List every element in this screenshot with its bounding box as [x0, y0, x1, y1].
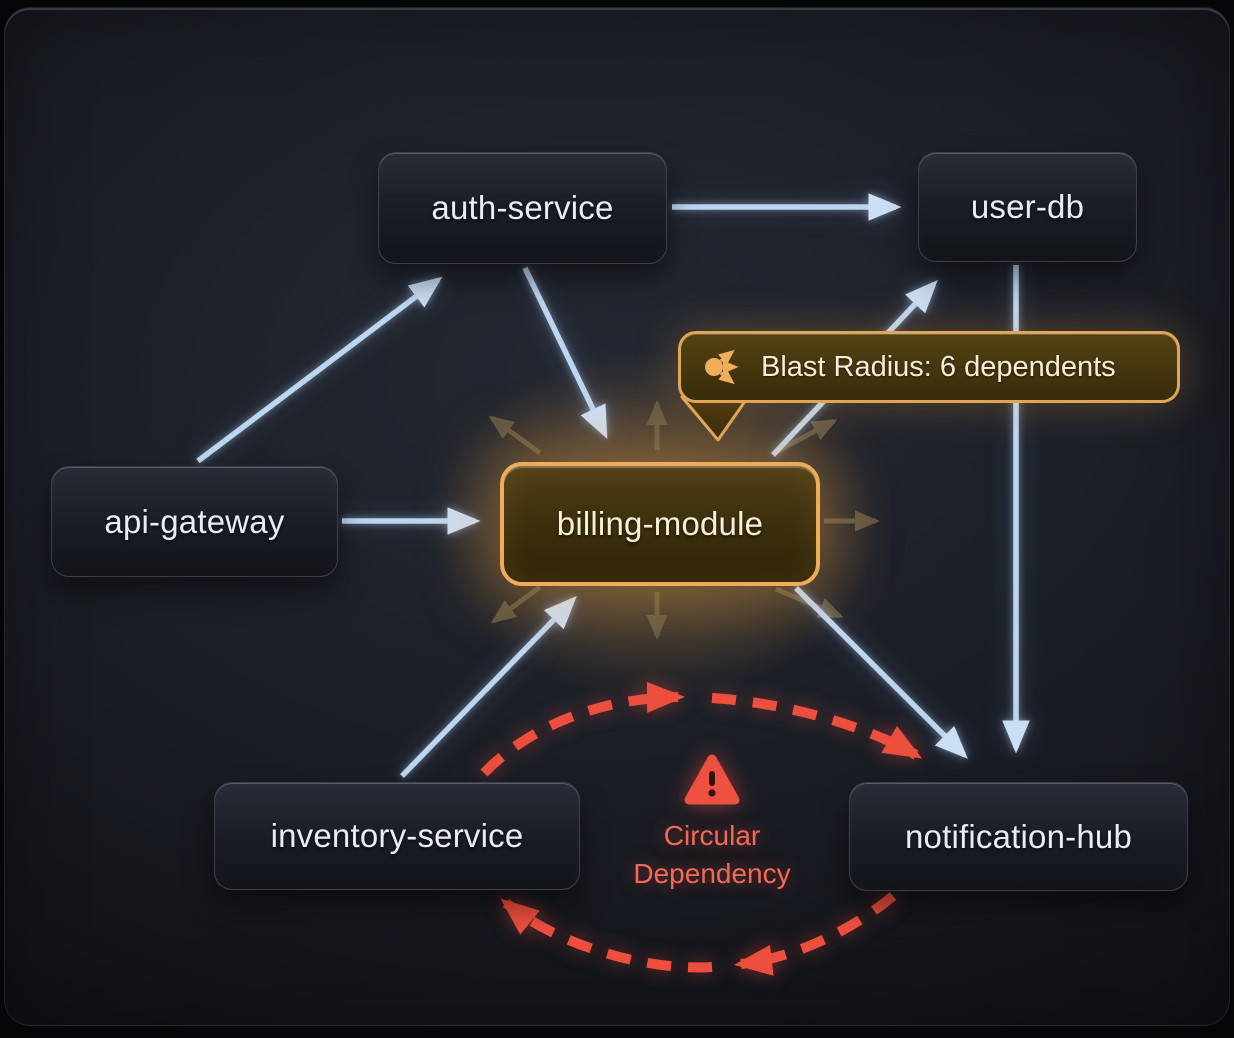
node-label: auth-service — [431, 189, 614, 226]
node-label: billing-module — [556, 505, 764, 542]
node-inventory-service[interactable]: inventory-service — [214, 782, 580, 890]
warning-text-line1: Circular — [663, 820, 761, 851]
node-label: user-db — [970, 188, 1085, 225]
circular-dependency-warning: Circular Dependency — [592, 754, 832, 893]
node-label: inventory-service — [270, 817, 524, 854]
tooltip-text: Blast Radius: 6 dependents — [761, 350, 1116, 383]
warning-triangle-icon — [684, 754, 740, 805]
node-notification-hub[interactable]: notification-hub — [849, 782, 1188, 891]
blast-radius-icon — [705, 349, 739, 385]
node-api-gateway[interactable]: api-gateway — [51, 466, 338, 577]
node-auth-service[interactable]: auth-service — [378, 152, 667, 264]
node-billing-module[interactable]: billing-module — [500, 462, 820, 586]
node-label: notification-hub — [904, 817, 1132, 855]
blast-radius-tooltip: Blast Radius: 6 dependents — [678, 331, 1180, 403]
node-label: api-gateway — [104, 502, 285, 540]
warning-text-line2: Dependency — [633, 858, 791, 889]
node-user-db[interactable]: user-db — [918, 152, 1137, 262]
tooltip-tail — [680, 396, 750, 442]
